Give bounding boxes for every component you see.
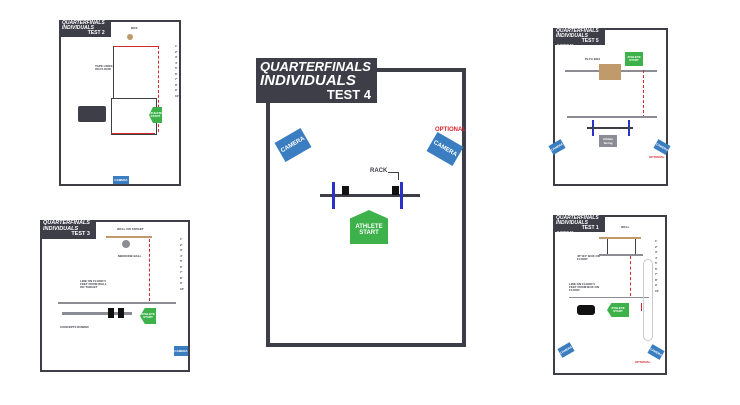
athlete-start-badge: Athlete start xyxy=(625,52,643,66)
test-3-header: Quarterfinals Individuals Test 3 xyxy=(40,220,96,239)
plyo-label: Plyo Box xyxy=(585,57,601,61)
subtitle: Floor Plan xyxy=(260,99,286,104)
subtitle: Floor Plan xyxy=(44,240,61,243)
tick-scale: 1'2'3'4'5'6'7'8'9'10' xyxy=(180,237,185,291)
barbell xyxy=(320,194,420,197)
camera-right[interactable]: Camera xyxy=(653,139,671,155)
optional-label: Optional xyxy=(635,360,651,364)
box-label: Box xyxy=(131,26,138,30)
floor-line xyxy=(58,302,176,304)
plyo-box xyxy=(599,64,621,80)
dumbbells xyxy=(577,305,595,315)
tick-scale: 1'2'3'4'5'6'7'8'9'10' xyxy=(175,44,180,98)
tape-lines-label: Tape lines on floor xyxy=(95,64,113,72)
wall-label: Wall xyxy=(621,225,630,229)
camera-badge[interactable]: Camera xyxy=(113,176,129,184)
test-5-floor-plan: Quarterfinals Individuals Test 5 Floor P… xyxy=(548,28,671,186)
test-2-floor-plan: Quarterfinals Individuals Test 2 Box Tap… xyxy=(59,20,181,186)
athlete-start-badge: Athlete start xyxy=(140,308,156,324)
test-1-floor-plan: Quarterfinals Individuals Test 1 Floor P… xyxy=(553,215,667,375)
athlete-start-badge: Athlete start xyxy=(607,303,629,317)
optional-label: Optional xyxy=(435,127,466,133)
test-3-floor-plan: Quarterfinals Individuals Test 3 Floor P… xyxy=(40,220,190,372)
subtitle: Floor Plan xyxy=(557,231,574,234)
camera-left[interactable]: Camera xyxy=(274,127,312,163)
medicine-ball xyxy=(122,240,130,248)
camera-right[interactable]: Camera xyxy=(647,344,665,360)
optional-label: Optional xyxy=(649,155,665,159)
line-label: Line on floor 5 feet from wall or target xyxy=(80,279,107,290)
athlete-start-badge: Athlete Start xyxy=(350,210,388,244)
test-5-header: Quarterfinals Individuals Test 5 xyxy=(553,28,605,45)
tick-scale: 1'2'3'4'5'6'7'8'9'10' xyxy=(655,239,660,293)
test-2-header: Quarterfinals Individuals Test 2 xyxy=(59,20,111,37)
ball-label: Medicine ball xyxy=(118,254,142,258)
subtitle: Floor Plan xyxy=(557,44,574,47)
box-label: 45"/24" box or floor xyxy=(577,254,601,262)
wall-label: Wall or target xyxy=(117,227,144,231)
rack-label: Rack xyxy=(370,168,388,174)
test-4-header: Quarterfinals Individuals Test 4 xyxy=(256,58,377,103)
athlete-facing: Athlete facing xyxy=(599,135,617,147)
test-4-floor-plan: Quarterfinals Individuals Test 4 Floor P… xyxy=(256,58,466,347)
rower xyxy=(62,312,132,315)
box xyxy=(127,34,133,40)
camera-left[interactable]: Camera xyxy=(557,342,575,358)
camera-right[interactable]: Camera xyxy=(426,131,464,167)
camera-left[interactable]: Camera xyxy=(548,139,566,155)
rig-icon xyxy=(78,106,106,122)
camera-badge[interactable]: Camera xyxy=(174,346,188,356)
line-label: Line on floor 5 feet from box on floor xyxy=(569,282,599,293)
athlete-start-badge: Athlete start xyxy=(149,107,162,123)
test-1-header: Quarterfinals Individuals Test 1 xyxy=(553,215,605,232)
rower-label: Concept2 Rower xyxy=(60,325,89,329)
